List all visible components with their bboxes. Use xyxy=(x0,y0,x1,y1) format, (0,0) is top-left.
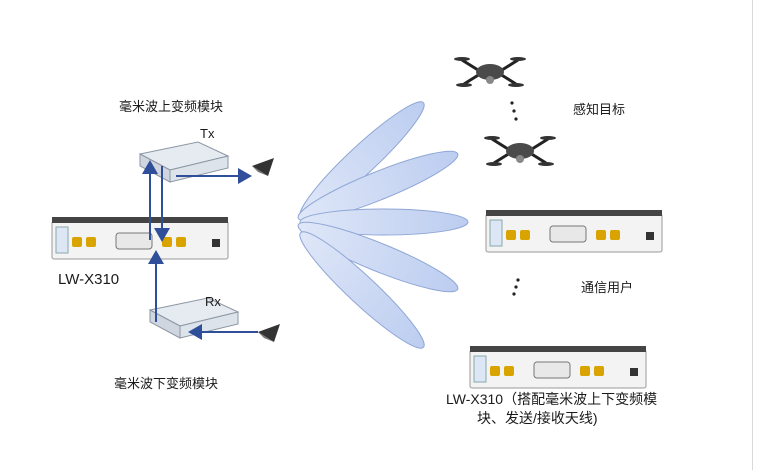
device-right-caption: LW-X310（搭配毫米波上下变频模 块、发送/接收天线) xyxy=(446,390,657,428)
up-converter-label: 毫米波上变频模块 xyxy=(119,99,224,114)
rx-label: Rx xyxy=(205,294,221,309)
comm-user-label: 通信用户 xyxy=(581,280,634,295)
signal-arrows xyxy=(142,160,258,340)
ellipsis-dots-targets xyxy=(510,101,518,121)
drone-top-icon xyxy=(452,55,528,89)
device-left-label: LW-X310 xyxy=(58,271,120,288)
page-edge-rule xyxy=(752,0,753,470)
ellipsis-dots-users xyxy=(512,278,520,296)
tx-label: Tx xyxy=(200,126,215,141)
tx-antenna-icon xyxy=(252,158,274,176)
device-right-caption-line1: LW-X310（搭配毫米波上下变频模 xyxy=(446,391,658,407)
device-right-caption-line2: 块、发送/接收天线) xyxy=(477,410,598,426)
rx-antenna-icon xyxy=(258,324,280,342)
beam-4 xyxy=(297,221,459,293)
sdr-device-left-icon xyxy=(51,216,229,260)
beam-3 xyxy=(299,208,469,236)
sdr-device-right-top-icon xyxy=(485,209,663,253)
down-converter-label: 毫米波下变频模块 xyxy=(114,376,219,391)
beam-5 xyxy=(299,231,425,349)
sdr-device-right-bottom-icon xyxy=(469,345,647,389)
beam-fan xyxy=(297,101,469,349)
drone-bottom-icon xyxy=(482,134,558,168)
beam-2 xyxy=(297,150,459,222)
sensing-target-label: 感知目标 xyxy=(573,102,626,117)
